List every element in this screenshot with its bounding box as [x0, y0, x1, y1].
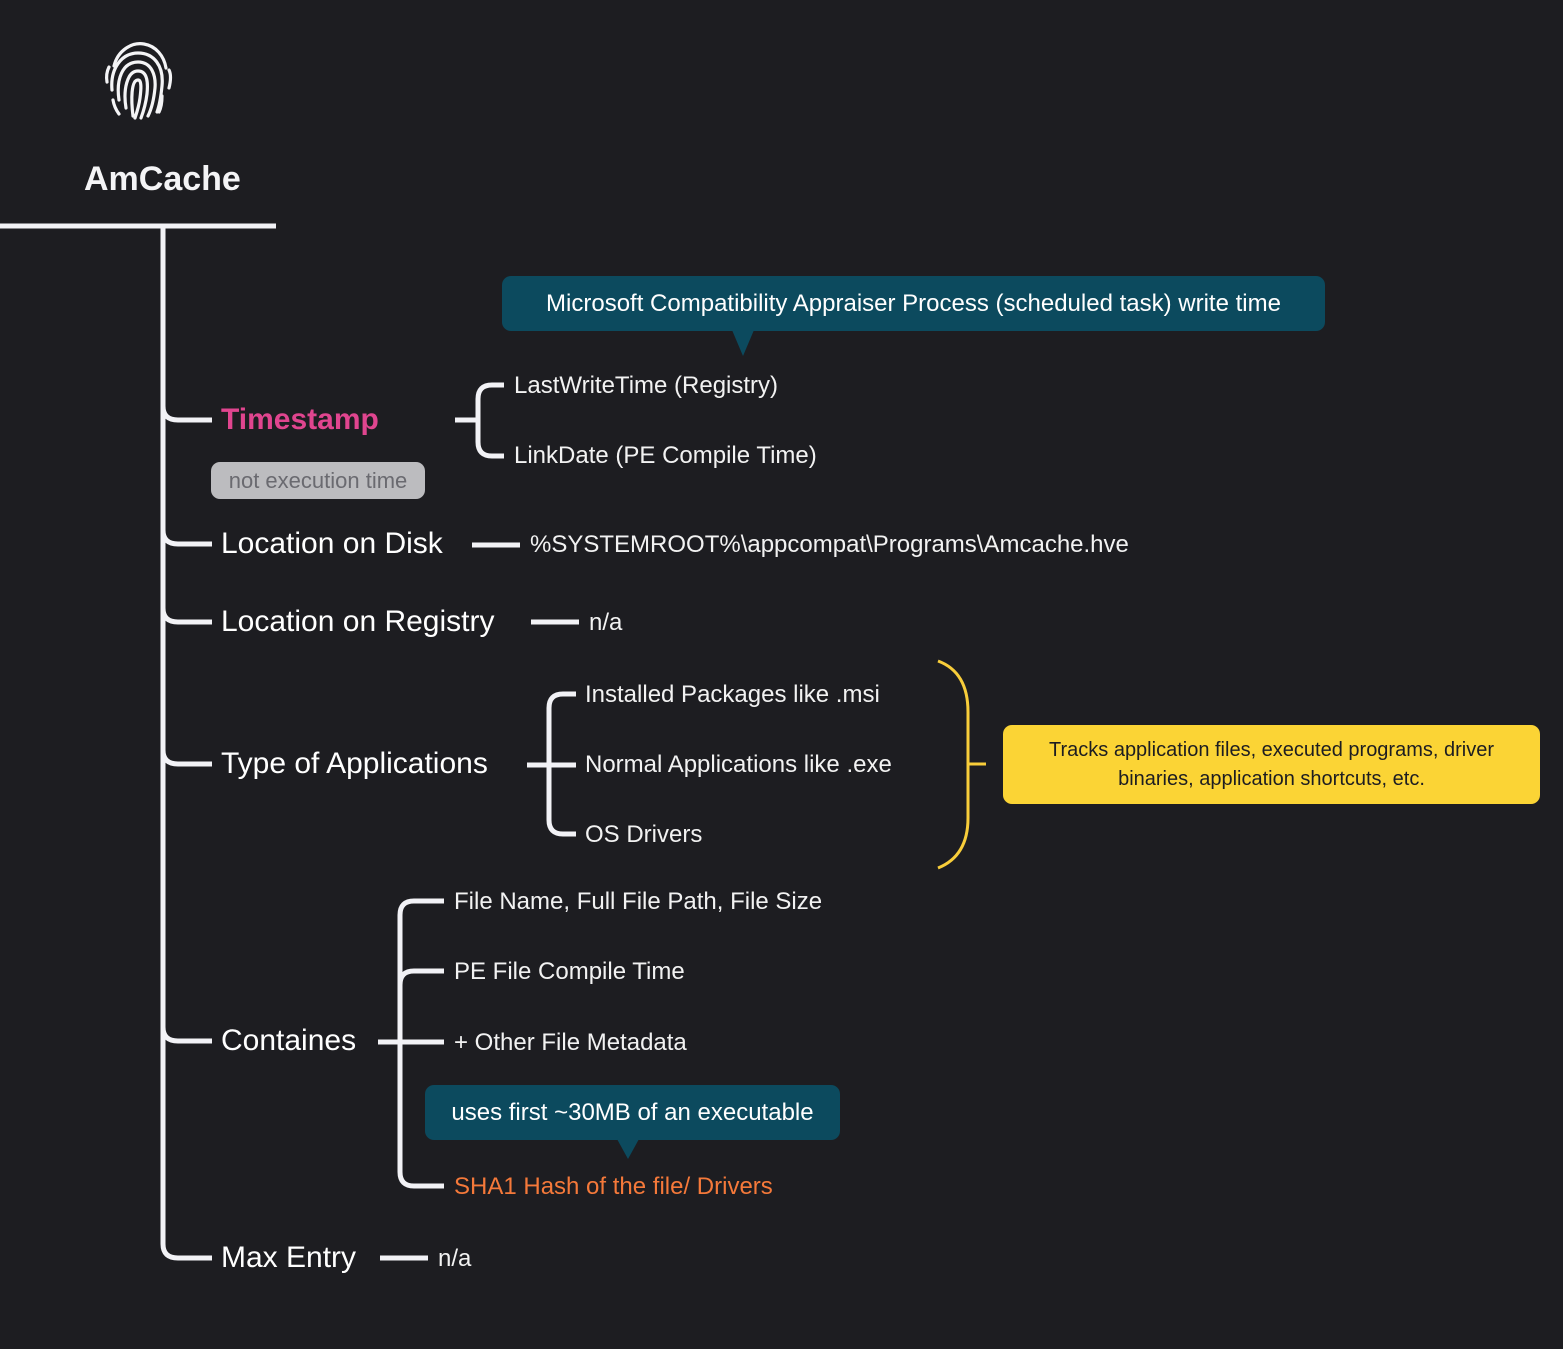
type-item-os-drivers: OS Drivers: [585, 821, 703, 848]
sha1-callout-text: uses first ~30MB of an executable: [451, 1098, 814, 1126]
trunk-branch-type-applications: [160, 749, 212, 767]
branch-location-disk: Location on Disk: [221, 527, 443, 560]
containes-item-compile-time: PE File Compile Time: [454, 958, 685, 985]
containes-item-file-name: File Name, Full File Path, File Size: [454, 888, 823, 915]
containes-branch-compile: [397, 968, 444, 986]
summary-bracket: [937, 659, 970, 870]
containes-item-other-metadata: + Other File Metadata: [454, 1029, 687, 1056]
timestamp-callout-text: Microsoft Compatibility Appraiser Proces…: [546, 289, 1281, 317]
trunk-branch-containes: [160, 1026, 212, 1044]
sha1-callout: uses first ~30MB of an executable: [425, 1085, 840, 1140]
branch-location-registry: Location on Registry: [221, 605, 495, 638]
type-applications-fork: [546, 691, 576, 837]
type-item-normal-applications: Normal Applications like .exe: [585, 751, 892, 778]
timestamp-callout-pointer: [732, 330, 754, 356]
max-entry-value: n/a: [438, 1245, 472, 1272]
type-summary-callout: Tracks application files, executed progr…: [1003, 725, 1540, 804]
trunk-branch-location-registry: [160, 607, 212, 625]
root-title: AmCache: [84, 160, 241, 198]
branch-max-entry: Max Entry: [221, 1241, 357, 1274]
branch-timestamp: Timestamp: [221, 403, 379, 436]
timestamp-item-lastwritetime: LastWriteTime (Registry): [514, 372, 779, 399]
branch-containes: Containes: [221, 1024, 357, 1057]
not-execution-time-text: not execution time: [228, 467, 408, 493]
containes-item-sha1: SHA1 Hash of the file/ Drivers: [454, 1173, 773, 1200]
timestamp-item-linkdate: LinkDate (PE Compile Time): [514, 442, 817, 469]
timestamp-fork: [475, 382, 504, 459]
location-registry-value: n/a: [589, 609, 623, 636]
branch-type-applications: Type of Applications: [221, 747, 488, 780]
type-item-installed-packages: Installed Packages like .msi: [585, 681, 880, 708]
trunk-line: [160, 226, 212, 1261]
not-execution-time-tag: not execution time: [211, 462, 425, 499]
containes-fork: [397, 898, 444, 1189]
trunk-branch-timestamp: [160, 405, 212, 423]
fingerprint-icon: [105, 42, 173, 120]
timestamp-callout: Microsoft Compatibility Appraiser Proces…: [502, 276, 1325, 331]
trunk-branch-location-disk: [160, 529, 212, 547]
location-disk-value: %SYSTEMROOT%\appcompat\Programs\Amcache.…: [530, 531, 1129, 558]
sha1-callout-pointer: [617, 1139, 639, 1159]
